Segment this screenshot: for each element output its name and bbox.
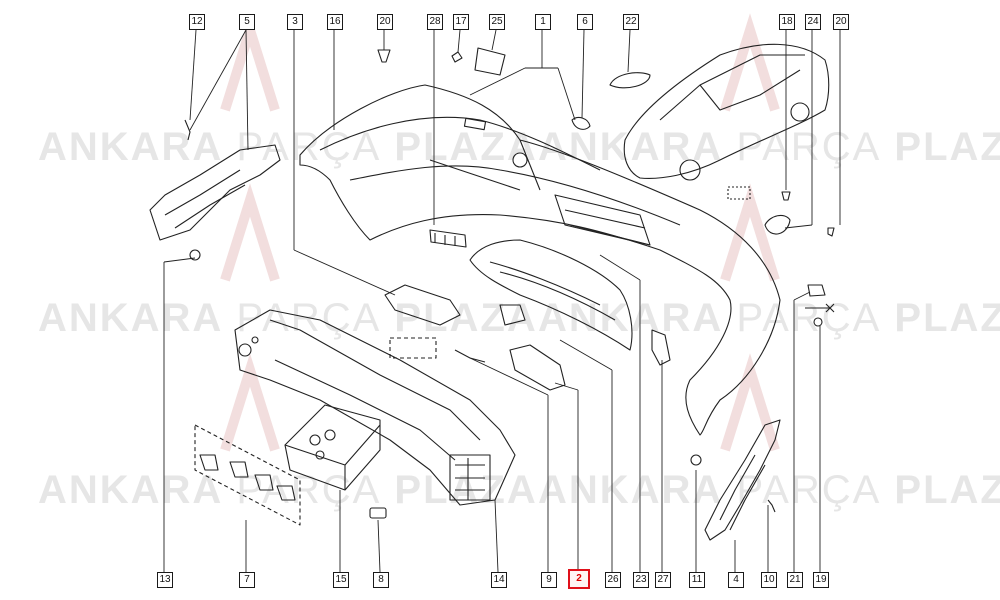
callout-14[interactable]: 14 bbox=[491, 572, 507, 588]
callout-8[interactable]: 8 bbox=[373, 572, 389, 588]
callout-16[interactable]: 16 bbox=[327, 14, 343, 30]
callout-28[interactable]: 28 bbox=[427, 14, 443, 30]
callout-24[interactable]: 24 bbox=[805, 14, 821, 30]
nut-21 bbox=[807, 284, 826, 297]
screw-17 bbox=[451, 51, 463, 63]
fastener-box bbox=[284, 404, 381, 491]
label-plate bbox=[727, 186, 751, 200]
clip-18 bbox=[781, 191, 791, 201]
callout-7[interactable]: 7 bbox=[239, 572, 255, 588]
callout-6[interactable]: 6 bbox=[577, 14, 593, 30]
ap-logo-watermarks bbox=[220, 13, 780, 452]
callout-26[interactable]: 26 bbox=[605, 572, 621, 588]
watermark-row-4: ANKARA PARÇA PLAZA bbox=[538, 296, 1000, 340]
fog-lamp-cover-22 bbox=[609, 72, 651, 89]
license-plate-light bbox=[499, 304, 526, 326]
callout-17[interactable]: 17 bbox=[453, 14, 469, 30]
left-reflector-28 bbox=[429, 229, 467, 248]
callout-5[interactable]: 5 bbox=[239, 14, 255, 30]
callout-4[interactable]: 4 bbox=[728, 572, 744, 588]
clip-20-right bbox=[827, 227, 835, 237]
screw-19 bbox=[813, 317, 823, 327]
left-clip-13 bbox=[189, 249, 201, 261]
callout-1[interactable]: 1 bbox=[535, 14, 551, 30]
callout-3[interactable]: 3 bbox=[287, 14, 303, 30]
callout-27[interactable]: 27 bbox=[655, 572, 671, 588]
callout-9[interactable]: 9 bbox=[541, 572, 557, 588]
leader-lines bbox=[163, 29, 841, 573]
callout-12[interactable]: 12 bbox=[189, 14, 205, 30]
callout-2-highlighted[interactable]: 2 bbox=[568, 569, 590, 589]
callout-10[interactable]: 10 bbox=[761, 572, 777, 588]
left-bracket bbox=[149, 144, 281, 241]
grille-insert-2 bbox=[509, 344, 566, 391]
callout-15[interactable]: 15 bbox=[333, 572, 349, 588]
callout-25[interactable]: 25 bbox=[489, 14, 505, 30]
callout-19[interactable]: 19 bbox=[813, 572, 829, 588]
callout-22[interactable]: 22 bbox=[623, 14, 639, 30]
callout-18[interactable]: 18 bbox=[779, 14, 795, 30]
callout-20[interactable]: 20 bbox=[377, 14, 393, 30]
car-silhouette bbox=[623, 43, 830, 179]
tow-hook-cap-6 bbox=[571, 117, 591, 130]
callout-11[interactable]: 11 bbox=[689, 572, 705, 588]
cap-24 bbox=[764, 214, 791, 235]
watermark-row-6: ANKARA PARÇA PLAZA bbox=[538, 468, 1000, 512]
grille-insert-3 bbox=[384, 284, 461, 326]
beam-end-block bbox=[449, 454, 491, 501]
right-bracket bbox=[704, 419, 781, 541]
callout-20-right[interactable]: 20 bbox=[833, 14, 849, 30]
callout-21[interactable]: 21 bbox=[787, 572, 803, 588]
clip-group-box bbox=[194, 424, 301, 526]
rubber-plug-8 bbox=[369, 507, 387, 519]
callout-23[interactable]: 23 bbox=[633, 572, 649, 588]
clip-20 bbox=[377, 49, 391, 63]
right-reflector-27 bbox=[651, 329, 671, 366]
callout-13[interactable]: 13 bbox=[157, 572, 173, 588]
bracket-25 bbox=[474, 47, 506, 76]
skid-plate bbox=[469, 239, 633, 351]
bumper-cover bbox=[299, 84, 781, 436]
